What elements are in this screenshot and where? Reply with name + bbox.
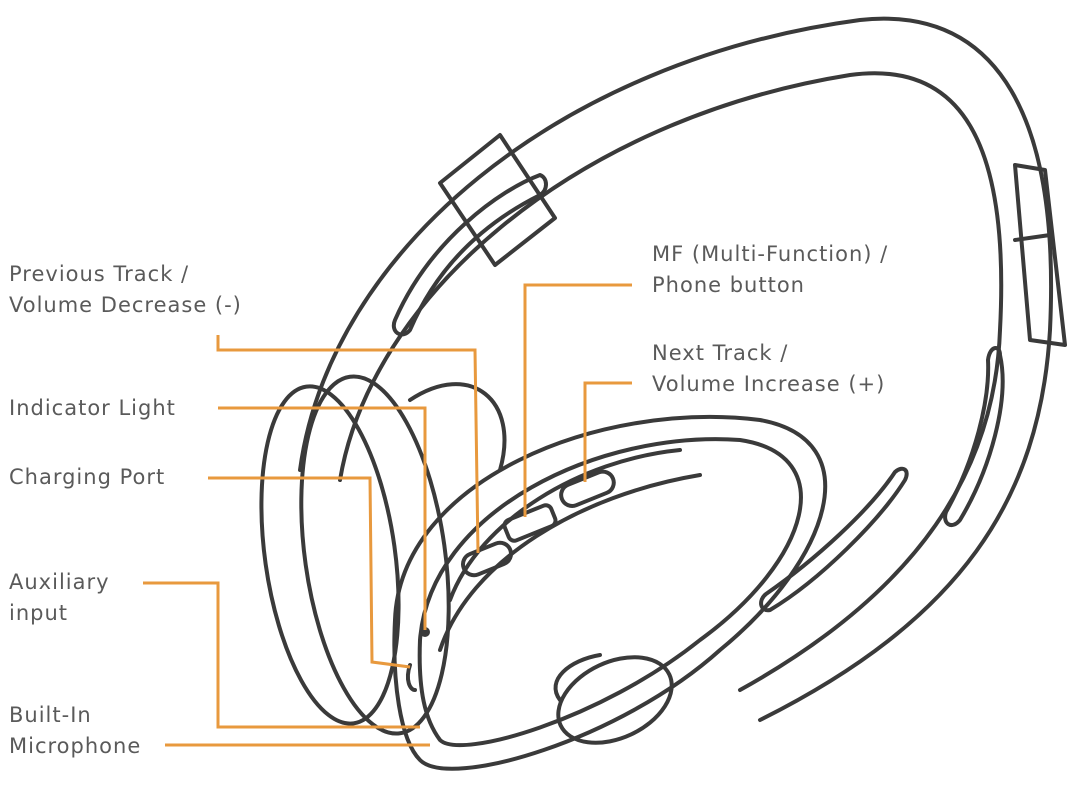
leader-charging bbox=[208, 476, 411, 669]
label-line: Volume Increase (+) bbox=[652, 372, 886, 396]
label-line: Next Track / bbox=[652, 341, 789, 365]
leader-aux bbox=[143, 581, 420, 729]
label-mf-button: MF (Multi-Function) / Phone button bbox=[652, 239, 888, 301]
prev-button bbox=[461, 540, 513, 578]
slider-left bbox=[438, 133, 557, 267]
label-previous-track: Previous Track / Volume Decrease (-) bbox=[9, 259, 242, 321]
label-line: Indicator Light bbox=[9, 396, 176, 420]
earcup-knob bbox=[556, 655, 674, 745]
label-next-track: Next Track / Volume Increase (+) bbox=[652, 338, 885, 400]
label-line: Microphone bbox=[9, 734, 142, 758]
slider-right bbox=[1013, 163, 1067, 347]
ear-cushion-back bbox=[259, 384, 401, 726]
label-line: Auxiliary bbox=[9, 570, 110, 594]
leader-lines bbox=[143, 283, 632, 747]
mf-button bbox=[502, 503, 558, 543]
label-line: input bbox=[9, 601, 69, 625]
leader-indicator bbox=[218, 406, 427, 630]
headband-outer bbox=[298, 16, 1053, 722]
headband-slot-lower bbox=[759, 466, 909, 613]
label-charging-port: Charging Port bbox=[9, 462, 165, 493]
label-line: MF (Multi-Function) / bbox=[652, 242, 889, 266]
label-line: Previous Track / bbox=[9, 262, 190, 286]
label-line: Built-In bbox=[9, 703, 92, 727]
earcup-outer bbox=[392, 415, 828, 771]
leader-mf bbox=[523, 283, 632, 517]
label-indicator-light: Indicator Light bbox=[9, 393, 176, 424]
headband-slot-right bbox=[943, 346, 1005, 528]
next-button bbox=[559, 469, 616, 508]
label-line: Volume Decrease (-) bbox=[9, 293, 242, 317]
leader-next bbox=[583, 381, 632, 482]
leader-prev bbox=[216, 335, 480, 554]
headband-inner bbox=[338, 71, 1004, 692]
label-built-in-microphone: Built-In Microphone bbox=[9, 700, 141, 762]
label-auxiliary-input: Auxiliary input bbox=[9, 567, 110, 629]
label-line: Charging Port bbox=[9, 465, 166, 489]
label-line: Phone button bbox=[652, 273, 805, 297]
